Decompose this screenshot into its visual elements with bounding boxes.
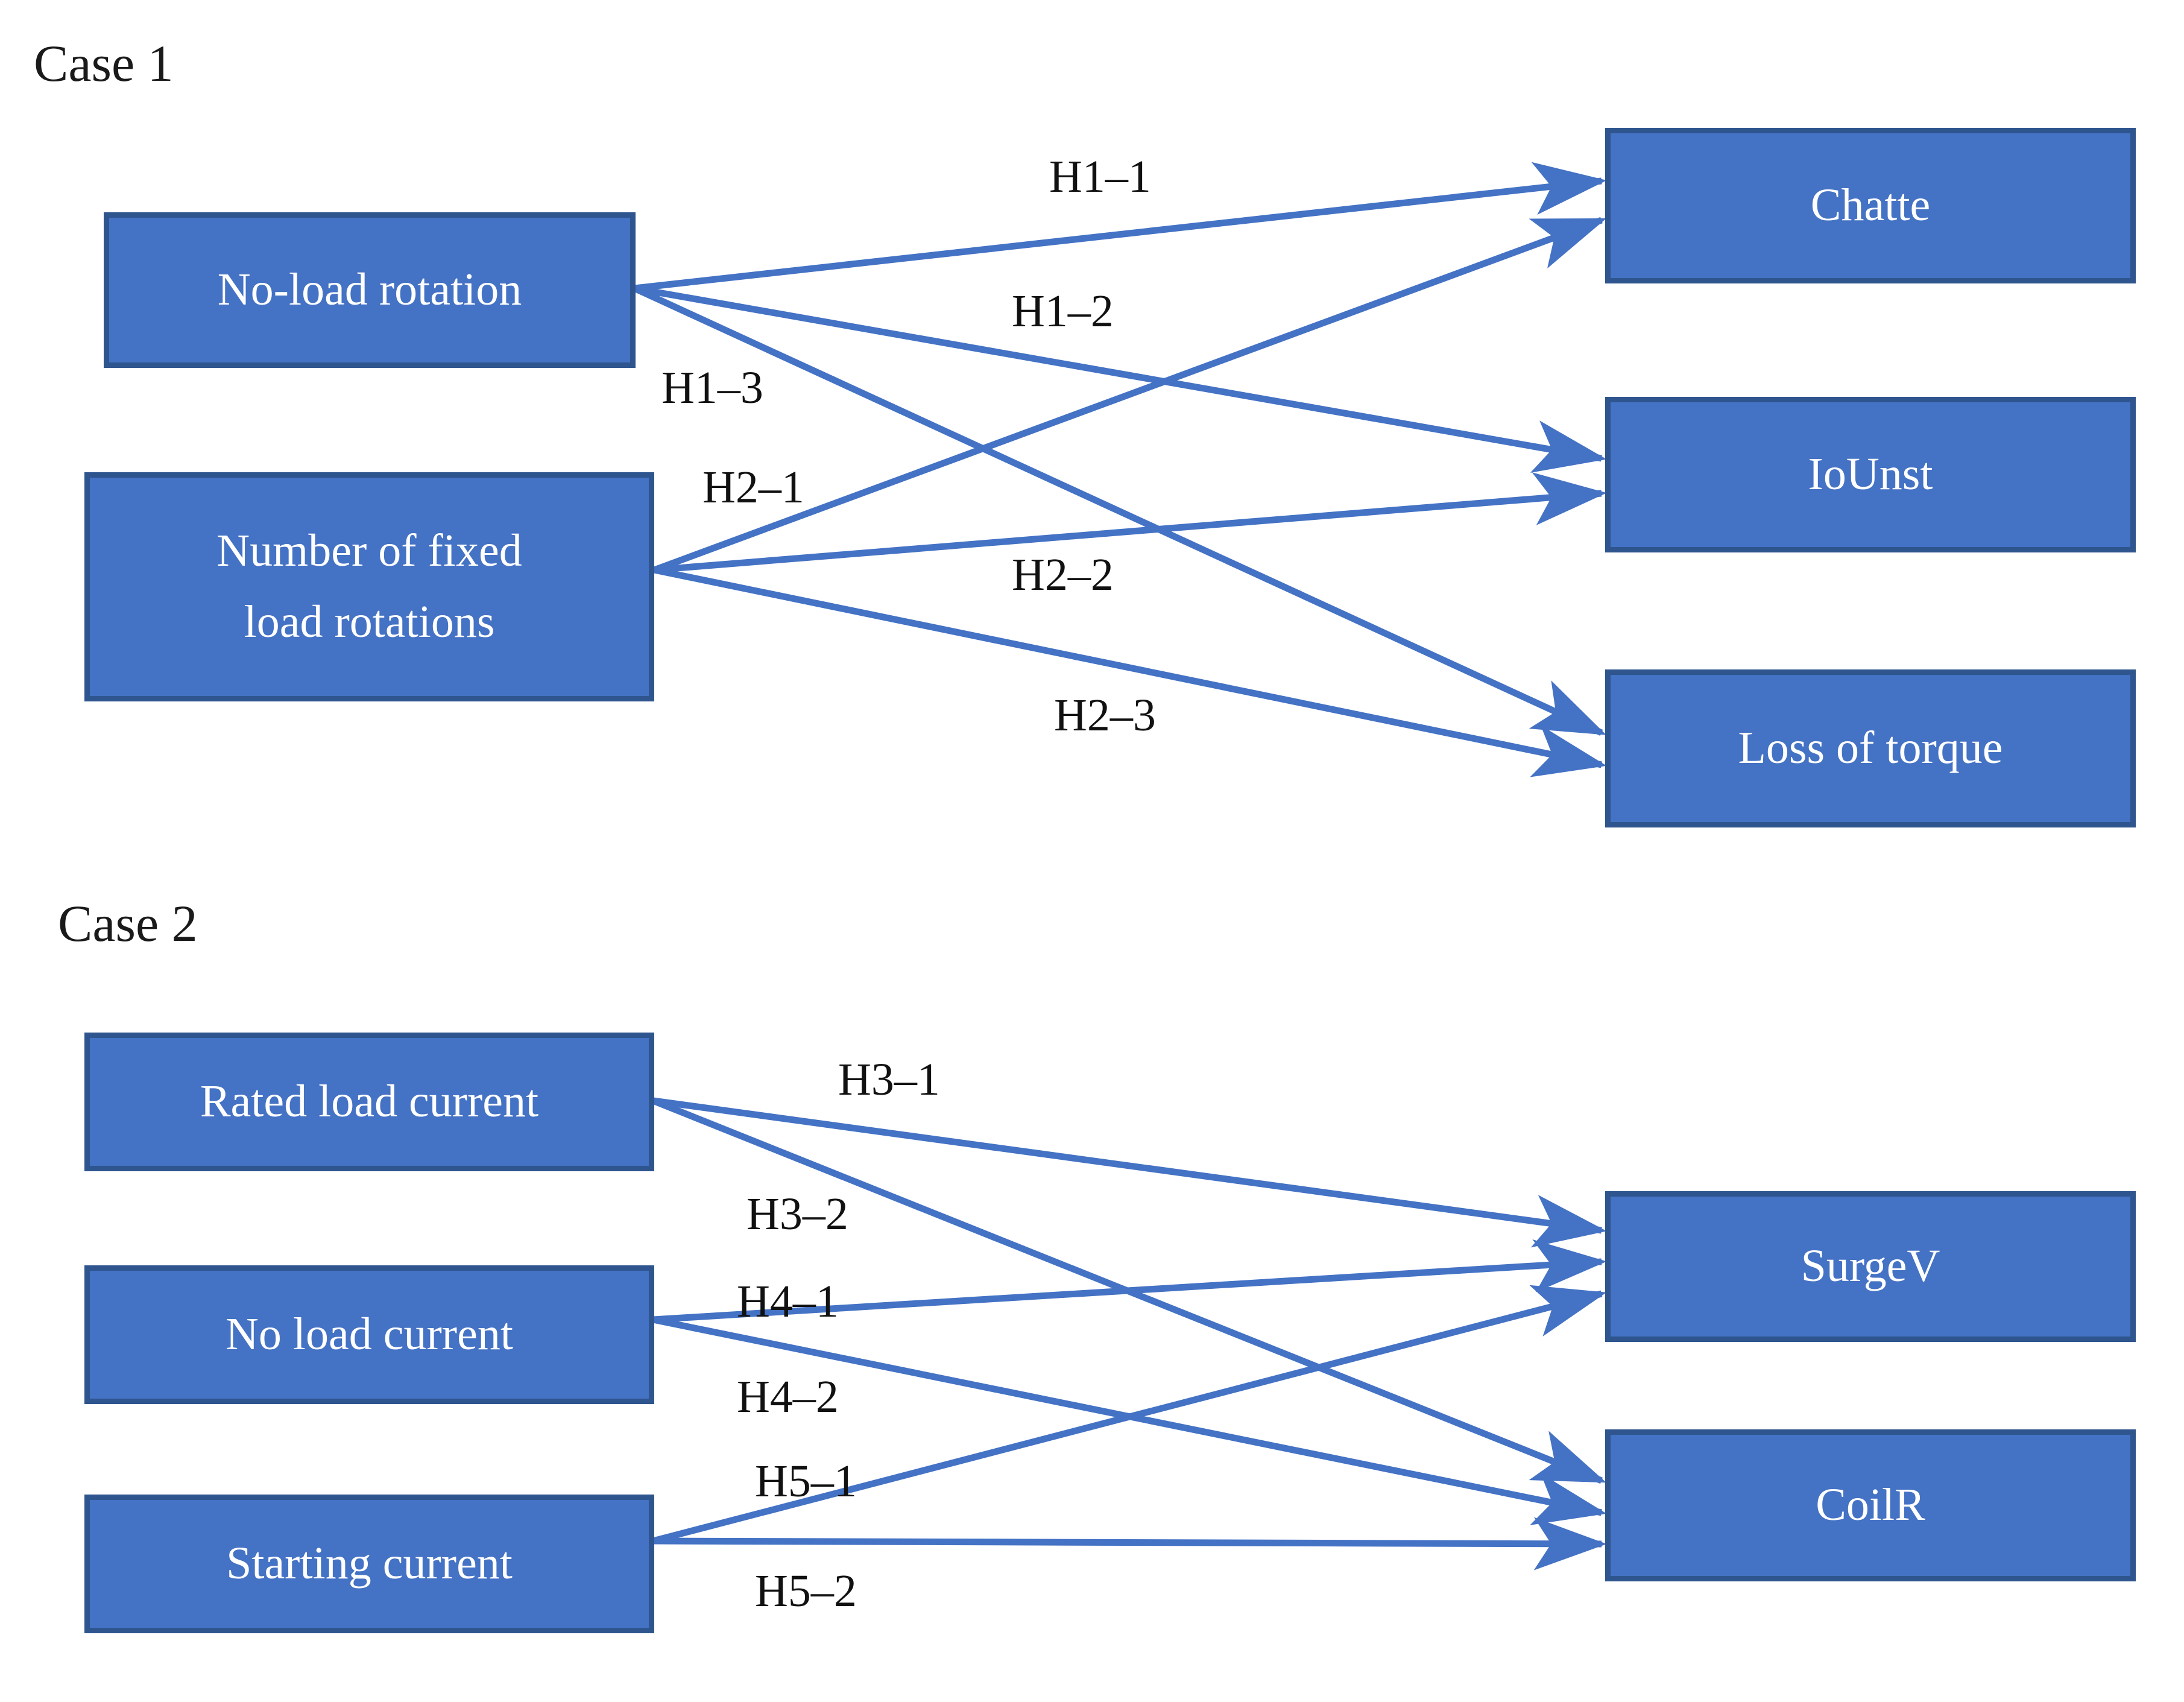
node-rated-load-current-label: Rated load current [200,1076,539,1127]
node-no-load-rotation[interactable]: No-load rotation [104,212,636,368]
edge-label-h4-1: H4–1 [737,1276,839,1327]
edge-h2-1 [653,217,1607,574]
edge-label-h2-3: H2–3 [1054,690,1156,741]
node-no-load-current-label: No load current [226,1309,513,1360]
node-loss-of-torque[interactable]: Loss of torque [1605,669,2136,827]
node-rated-load-current[interactable]: Rated load current [84,1033,654,1171]
case-2-title: Case 2 [58,894,198,952]
edge-h3-1 [652,1097,1607,1248]
edge-label-h5-1: H5–1 [755,1456,857,1507]
node-surgev[interactable]: SurgeV [1605,1191,2136,1342]
edge-label-h3-1: H3–1 [838,1054,940,1105]
node-surgev-label: SurgeV [1801,1241,1940,1292]
edge-label-h3-2: H3–2 [746,1189,848,1239]
node-starting-current-label: Starting current [226,1538,513,1589]
node-chatte[interactable]: Chatte [1605,128,2136,283]
edge-h5-1 [652,1285,1607,1545]
edge-h1-2 [634,285,1607,473]
edge-h4-1 [652,1239,1607,1323]
edge-label-h1-1: H1–1 [1049,151,1151,202]
edge-h2-3 [653,566,1607,777]
edge-h5-2 [652,1517,1607,1571]
edge-h1-3 [633,285,1606,736]
node-coilr[interactable]: CoilR [1605,1429,2136,1581]
node-no-load-rotation-label: No-load rotation [217,264,522,315]
edge-label-h4-2: H4–2 [737,1371,839,1422]
node-starting-current[interactable]: Starting current [84,1495,654,1633]
node-iounst-label: IoUnst [1808,449,1933,500]
edge-h2-2 [654,472,1607,574]
node-chatte-label: Chatte [1810,180,1931,231]
edge-label-h5-2: H5–2 [755,1566,857,1616]
node-iounst[interactable]: IoUnst [1605,397,2136,552]
edge-label-h1-3: H1–3 [661,362,763,413]
case-1-title: Case 1 [34,34,174,92]
edge-h1-1 [634,162,1607,292]
node-loss-of-torque-label: Loss of torque [1738,723,2003,774]
edge-label-h2-2: H2–2 [1012,549,1114,600]
node-coilr-label: CoilR [1816,1479,1925,1531]
node-no-load-current[interactable]: No load current [84,1265,654,1404]
edge-label-h1-2: H1–2 [1012,286,1114,337]
edge-label-h2-1: H2–1 [702,462,804,513]
